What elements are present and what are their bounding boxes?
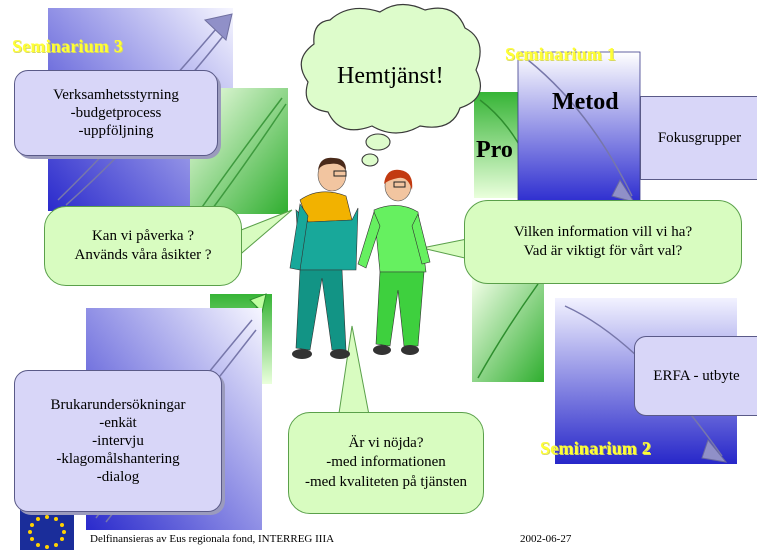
seminar-1-label: Seminarium 1 <box>505 44 616 64</box>
panel-green-right-bottom <box>472 278 544 382</box>
speech-line: -med kvaliteten på tjänsten <box>304 473 468 490</box>
box-line: -budgetprocess <box>70 105 162 121</box>
box-brukarundersokningar: Brukarundersökningar -enkät -intervju -k… <box>14 370 222 512</box>
metod-title: Metod <box>552 89 619 115</box>
box-line: Brukarundersökningar <box>50 397 186 413</box>
footer-date: 2002-06-27 <box>520 533 572 545</box>
seminar-2-label: Seminarium 2 <box>540 438 651 458</box>
box-fokusgrupper: Fokusgrupper <box>640 96 757 180</box>
speech-tail-paverka <box>235 209 293 260</box>
box-line: ERFA - utbyte <box>653 368 740 384</box>
speech-line: Vad är viktigt för vårt val? <box>523 243 683 259</box>
box-line: -enkät <box>99 415 137 431</box>
thought-bubble-text: Hemtjänst! <box>337 63 444 89</box>
people-illustration <box>289 157 431 359</box>
box-line: -intervju <box>92 433 144 449</box>
thought-bubble-shape <box>300 3 481 167</box>
speech-line: Kan vi påverka ? <box>91 227 195 244</box>
box-erfa: ERFA - utbyte <box>634 336 757 416</box>
box-line: -dialog <box>96 469 140 485</box>
process-title: Pro <box>476 137 513 163</box>
speech-line: Vilken information vill vi ha? <box>513 223 693 240</box>
box-line: -klagomålshantering <box>56 451 180 467</box>
speech-paverka: Kan vi påverka ? Används våra åsikter ? <box>44 206 242 286</box>
eu-flag-icon <box>20 510 74 550</box>
box-line: Fokusgrupper <box>657 130 742 146</box>
speech-nojda: Är vi nöjda? -med informationen -med kva… <box>288 412 484 514</box>
speech-line: Används våra åsikter ? <box>74 247 212 263</box>
speech-information: Vilken information vill vi ha? Vad är vi… <box>464 200 742 284</box>
speech-line: Är vi nöjda? <box>348 434 424 451</box>
box-line: -uppföljning <box>78 123 154 139</box>
box-line: Verksamhetsstyrning <box>53 87 179 103</box>
speech-line: -med informationen <box>326 454 446 471</box>
seminar-3-label: Seminarium 3 <box>12 36 123 56</box>
box-verksamhetsstyrning: Verksamhetsstyrning -budgetprocess -uppf… <box>14 70 218 156</box>
panel-metod <box>517 51 641 205</box>
footer-funding: Delfinansieras av Eus regionala fond, IN… <box>90 533 335 545</box>
